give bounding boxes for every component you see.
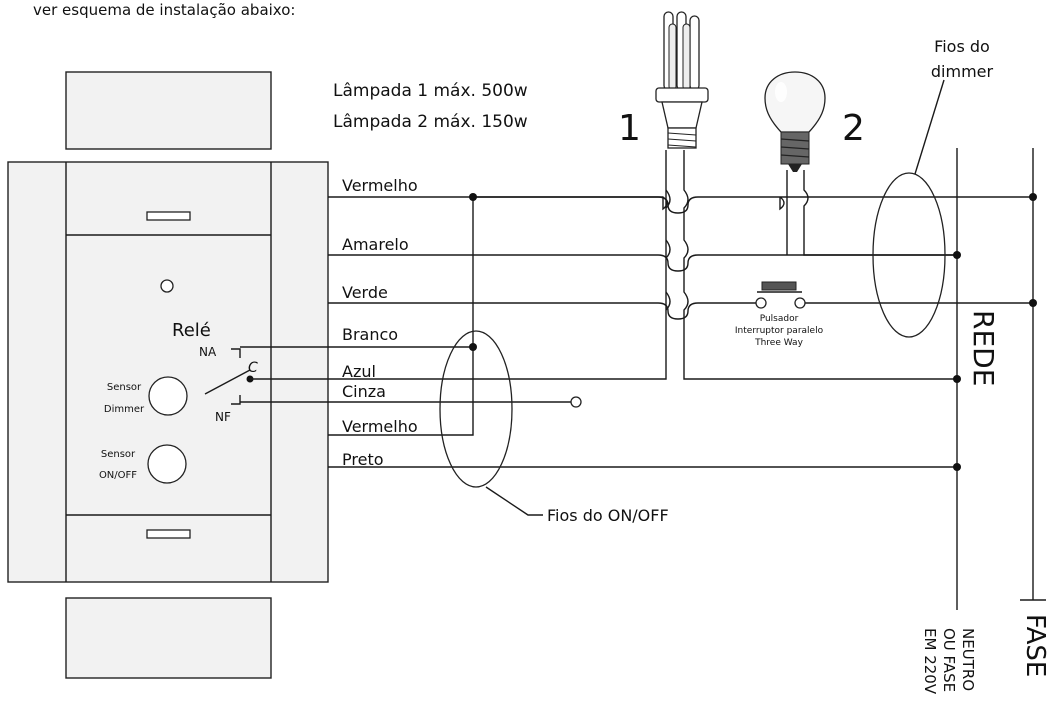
- dimmer-leader: [914, 79, 945, 175]
- sensor-dimmer-label-1: Sensor: [107, 382, 142, 393]
- bottom-cover: [65, 597, 272, 679]
- header-caption: ver esquema de instalação abaixo:: [33, 1, 295, 19]
- lamp2-limit: Lâmpada 2 máx. 150w: [333, 112, 528, 132]
- wire-amarelo: [328, 254, 957, 272]
- fios-dimmer-label-2: dimmer: [931, 62, 994, 81]
- pulsador-label-2: Interruptor paralelo: [735, 326, 824, 336]
- wire-label-vermelho-bottom: Vermelho: [342, 417, 418, 436]
- sensor-dimmer-icon: [148, 376, 188, 416]
- top-cover: [65, 71, 272, 150]
- pulsador-label-3: Three Way: [754, 338, 803, 348]
- neutro-label-1: NEUTRO: [959, 628, 977, 691]
- nf-label: NF: [215, 410, 231, 424]
- pulsador-label-1: Pulsador: [760, 314, 799, 324]
- cinza-terminal: [570, 396, 582, 408]
- relay-arm: [204, 369, 251, 395]
- wires: [240, 148, 1046, 610]
- fios-dimmer-label-1: Fios do: [934, 37, 990, 56]
- na-contact: [231, 348, 241, 358]
- top-slot: [146, 211, 191, 221]
- wire-vermelho: [328, 196, 474, 436]
- wire-label-azul: Azul: [342, 362, 376, 381]
- sensor-onoff-label-2: ON/OFF: [99, 470, 137, 481]
- onoff-wires-ellipse: [439, 330, 513, 488]
- bottom-slot: [146, 529, 191, 539]
- lamp-number-2: 2: [842, 108, 865, 149]
- wire-label-branco: Branco: [342, 325, 398, 344]
- sensor-onoff-label-1: Sensor: [101, 449, 136, 460]
- sensor-dimmer-label-2: Dimmer: [104, 404, 145, 415]
- wire-verde: [328, 302, 757, 320]
- indicator-led: [160, 279, 174, 293]
- fase-label: FASE: [1020, 614, 1050, 677]
- wire-label-verde: Verde: [342, 283, 388, 302]
- na-label: NA: [199, 345, 217, 359]
- device-frame: [7, 161, 329, 583]
- junction-dots: [469, 193, 1037, 471]
- bulb-lamp-icon: [764, 71, 826, 172]
- wire-lamp1-return: [683, 150, 957, 380]
- onoff-leader: [485, 486, 543, 516]
- dimmer-wires-ellipse: [872, 172, 946, 338]
- lamp1-limit: Lâmpada 1 máx. 500w: [333, 81, 528, 101]
- rele-label: Relé: [172, 320, 211, 341]
- wire-label-cinza: Cinza: [342, 382, 386, 401]
- neutro-label-2: OU FASE: [940, 628, 958, 692]
- fios-onoff-label: Fios do ON/OFF: [547, 506, 669, 525]
- device-panel: Relé NA C NF Sensor Dimmer Sensor ON/OFF: [7, 71, 329, 679]
- nf-contact: [231, 395, 241, 405]
- sensor-onoff-icon: [147, 444, 187, 484]
- c-label: C: [248, 360, 258, 376]
- wire-label-preto: Preto: [342, 450, 384, 469]
- lamp-number-1: 1: [618, 108, 641, 149]
- wire-label-vermelho-top: Vermelho: [342, 176, 418, 195]
- wire-label-amarelo: Amarelo: [342, 235, 409, 254]
- pulsador-switch: Pulsador Interruptor paralelo Three Way: [735, 281, 824, 348]
- wire-vermelho-main: [473, 196, 668, 211]
- cfl-lamp-icon: [655, 11, 709, 149]
- wire-lamp2-b: [803, 170, 957, 256]
- rede-label: REDE: [967, 310, 1000, 386]
- neutro-label-3: EM 220V: [921, 628, 939, 695]
- pulsador-button-icon: [761, 281, 797, 291]
